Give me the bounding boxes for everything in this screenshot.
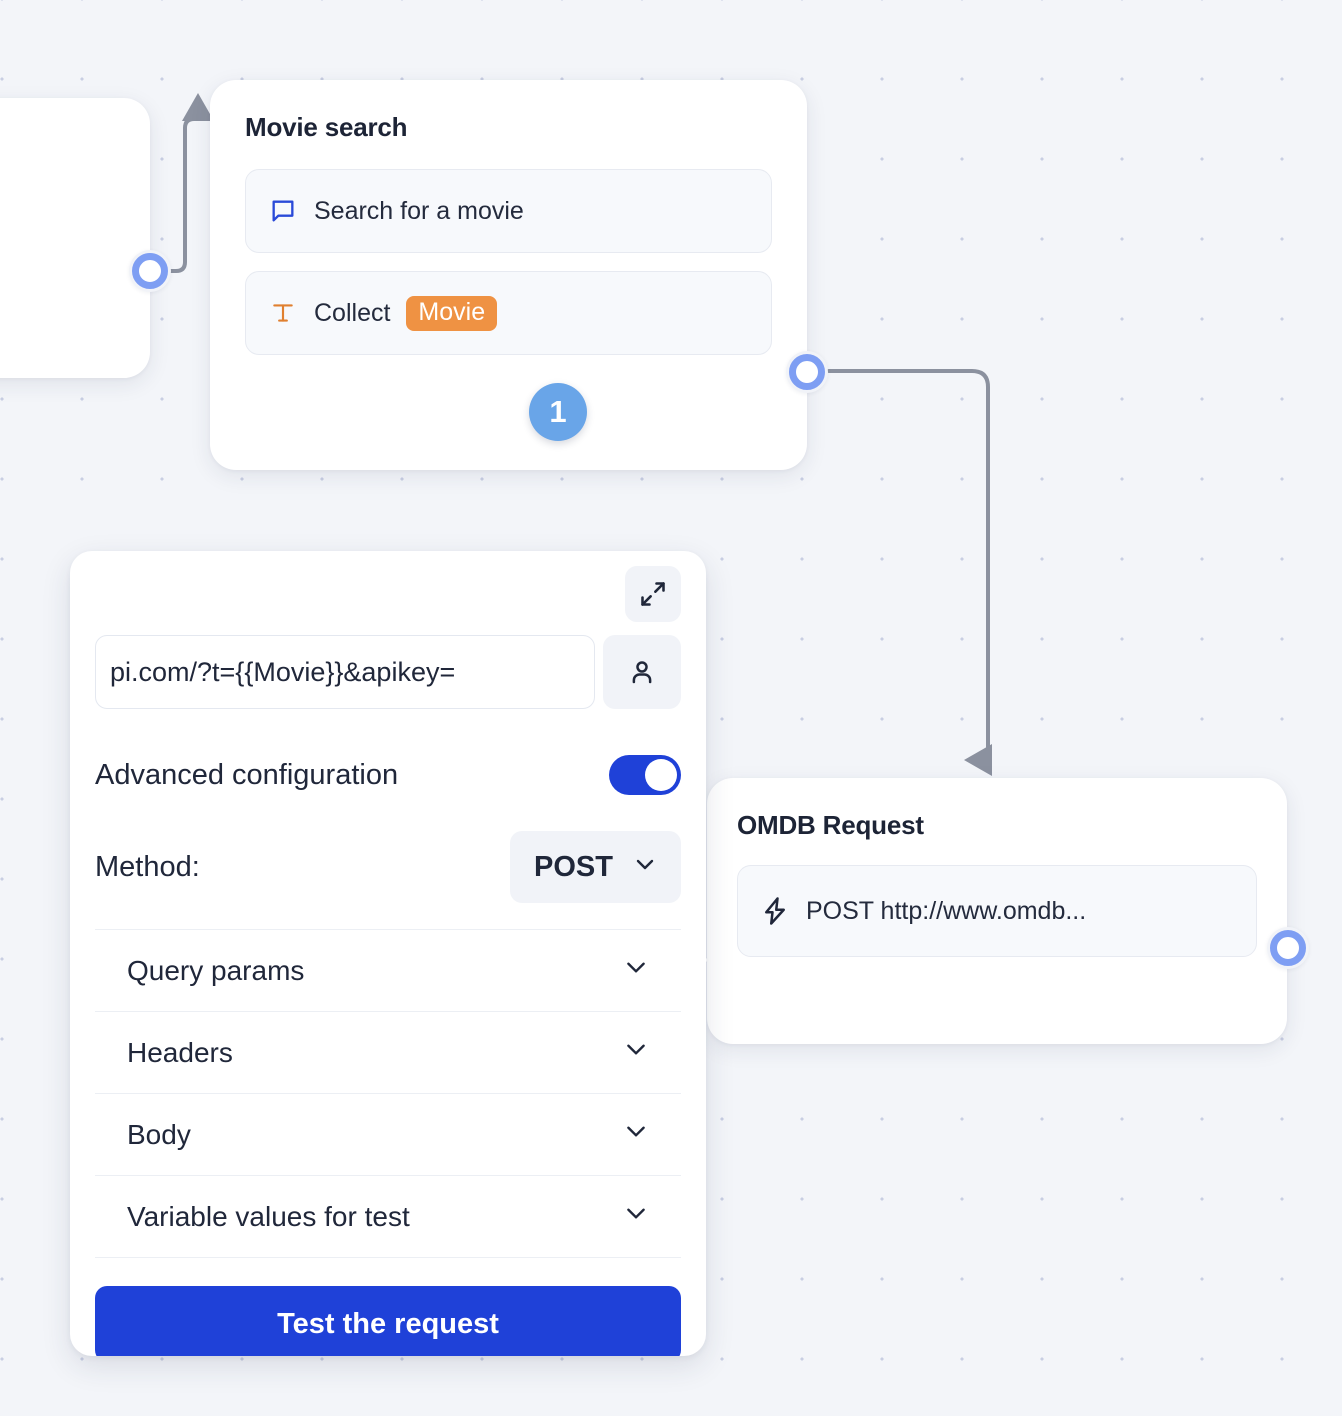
chevron-down-icon: [623, 1200, 649, 1233]
expand-diagonal-icon[interactable]: [625, 566, 681, 622]
movie-search-row-search-label: Search for a movie: [314, 196, 524, 225]
omdb-request-row-post[interactable]: POST http://www.omdb...: [737, 865, 1257, 957]
edge-movie-to-omdb: [827, 369, 992, 776]
advanced-configuration-row: Advanced configuration: [95, 755, 681, 795]
port-omdb-output[interactable]: [1267, 927, 1309, 969]
omdb-request-title: OMDB Request: [737, 810, 924, 840]
movie-search-row-collect[interactable]: Collect Movie: [245, 271, 772, 355]
previous-node-card[interactable]: [0, 98, 150, 378]
lightning-bolt-icon: [760, 896, 790, 926]
accordion-headers-label: Headers: [127, 1036, 233, 1068]
movie-search-title: Movie search: [245, 112, 408, 142]
step-badge-1: 1: [529, 383, 587, 441]
chevron-down-icon: [623, 1036, 649, 1069]
omdb-request-node[interactable]: OMDB Request POST http://www.omdb...: [695, 778, 1287, 1044]
omdb-request-row-post-label: POST http://www.omdb...: [806, 896, 1087, 925]
chat-bubble-icon: [268, 196, 298, 226]
method-select[interactable]: POST: [510, 831, 681, 903]
accordion-body-label: Body: [127, 1118, 191, 1150]
accordion-body[interactable]: Body: [95, 1094, 681, 1176]
port-movie-search-output[interactable]: [786, 351, 828, 393]
test-request-button[interactable]: Test the request: [95, 1286, 681, 1356]
method-row: Method: POST: [95, 831, 681, 930]
accordion-query-params[interactable]: Query params: [95, 930, 681, 1012]
variable-tag-movie[interactable]: Movie: [406, 295, 498, 331]
request-config-panel[interactable]: Advanced configuration Method: POST Quer…: [70, 551, 706, 1356]
chevron-down-icon: [633, 851, 657, 884]
accordion-query-params-label: Query params: [127, 954, 305, 986]
accordion-variable-values-label: Variable values for test: [127, 1200, 410, 1232]
chevron-down-icon: [623, 954, 649, 987]
person-icon[interactable]: [603, 635, 681, 709]
advanced-configuration-label: Advanced configuration: [95, 758, 399, 791]
advanced-configuration-toggle[interactable]: [609, 755, 681, 795]
movie-search-node[interactable]: Movie search Search for a movie Collect …: [210, 80, 807, 470]
accordion-variable-values[interactable]: Variable values for test: [95, 1176, 681, 1258]
text-field-icon: [268, 298, 298, 328]
request-url-input[interactable]: [95, 635, 595, 709]
url-row: [95, 635, 681, 709]
method-label: Method:: [95, 850, 200, 883]
movie-search-row-search[interactable]: Search for a movie: [245, 169, 772, 253]
edge-prev-to-movie: [169, 93, 214, 273]
movie-search-row-collect-label: Collect: [314, 298, 391, 327]
method-select-value: POST: [534, 850, 613, 883]
port-previous-output[interactable]: [129, 250, 171, 292]
accordion-headers[interactable]: Headers: [95, 1012, 681, 1094]
chevron-down-icon: [623, 1118, 649, 1151]
